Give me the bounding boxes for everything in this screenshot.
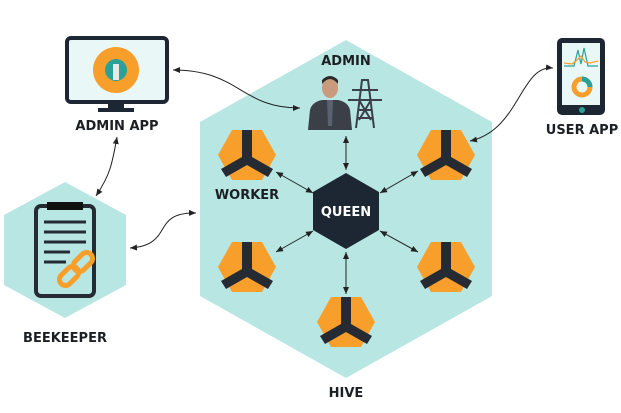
admin-app-monitor-icon[interactable] (65, 36, 169, 112)
arrow-admin-app-beekeeper (95, 136, 119, 197)
admin-person-icon (308, 76, 352, 130)
queen-label: QUEEN (321, 205, 371, 220)
arrow-admin-app-admin (172, 67, 301, 111)
clipboard-link-icon (34, 202, 96, 298)
arrow-queen-worker (379, 230, 419, 253)
arrow-user-app-worker (469, 64, 554, 143)
admin-label: ADMIN (321, 54, 371, 69)
admin-app-label: ADMIN APP (75, 119, 158, 134)
queen-hexagon (313, 173, 379, 249)
connection-arrows (95, 64, 554, 294)
hive-label: HIVE (329, 386, 364, 401)
arrow-queen-worker (275, 171, 314, 194)
beekeeper-label: BEEKEEPER (23, 331, 107, 346)
arrow-queen-worker (275, 230, 314, 253)
worker-label: WORKER (215, 188, 279, 203)
user-app-phone-icon[interactable] (557, 38, 605, 115)
arrow-queen-worker (379, 170, 419, 194)
power-tower-icon (348, 79, 382, 129)
user-app-label: USER APP (546, 123, 618, 138)
arrow-beekeeper-hive (129, 209, 197, 251)
